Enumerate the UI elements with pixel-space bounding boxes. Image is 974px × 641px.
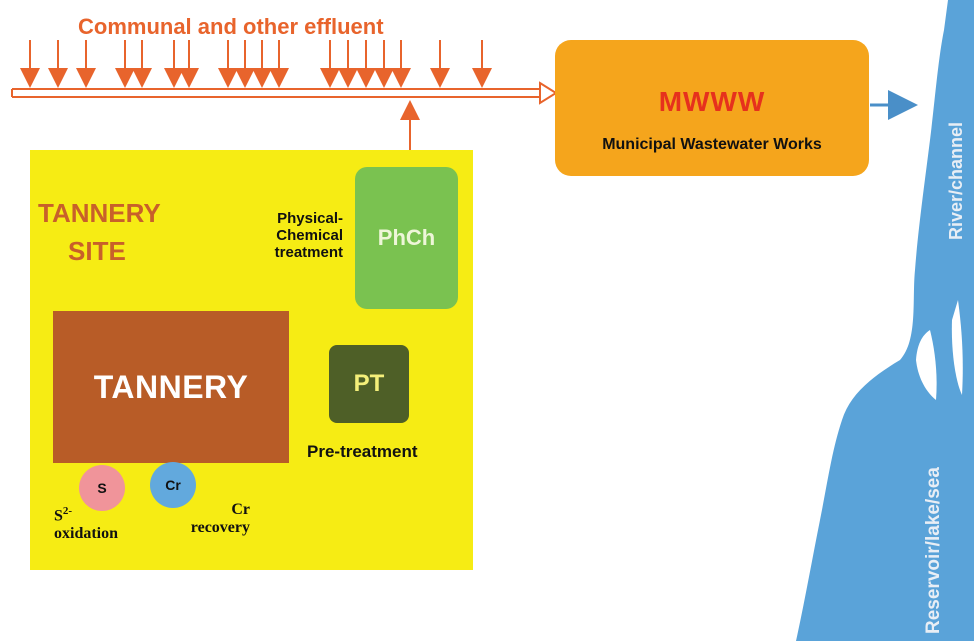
chromium-caption-line2: recovery [190,519,250,536]
mwww-acronym: MWWW [658,86,766,117]
physchem-caption-line2: Chemical [276,227,343,244]
sulfide-circle-label: S [97,480,107,496]
pretreatment-caption: Pre-treatment [307,442,418,461]
river-island-2 [951,300,963,395]
sulfide-caption-line2: oxidation [54,525,119,543]
tannery-box: TANNERY [53,311,289,463]
river-island [916,330,937,400]
effluent-inflow-arrows [20,40,492,88]
site-label-line1: TANNERY [38,198,161,228]
physchem-caption: Physical- Chemical treatment [247,210,343,261]
effluent-title: Communal and other effluent [78,14,384,39]
pretreatment-label: PT [353,370,385,397]
sulfide-caption: S2- oxidation [54,502,118,543]
reservoir-label: Reservoir/lake/sea [923,467,944,634]
chromium-circle-label: Cr [165,477,181,493]
tannery-site-label: TANNERY SITE [38,156,161,308]
chromium-caption: Cr recovery [174,501,250,537]
pretreatment-box: PT [329,345,409,423]
physchem-box: PhCh [355,167,458,309]
physchem-caption-line1: Physical- [277,210,343,227]
mwww-box [555,40,869,176]
physchem-label: PhCh [377,225,436,250]
river-label: River/channel [946,121,966,240]
chromium-recovery-circle: Cr [150,462,196,508]
physchem-caption-line3: treatment [274,244,343,261]
sulfide-oxidation-circle: S [79,465,125,511]
chromium-caption-line1: Cr [231,501,250,518]
tannery-label: TANNERY [93,368,249,405]
river-reservoir-shape [796,0,974,641]
mwww-full-name: Municipal Wastewater Works [602,136,822,153]
sulfide-caption-sup: 2- [62,505,73,517]
site-label-line2: SITE [68,236,126,266]
effluent-pipe [11,81,558,105]
sulfide-caption-base: S [54,507,63,525]
